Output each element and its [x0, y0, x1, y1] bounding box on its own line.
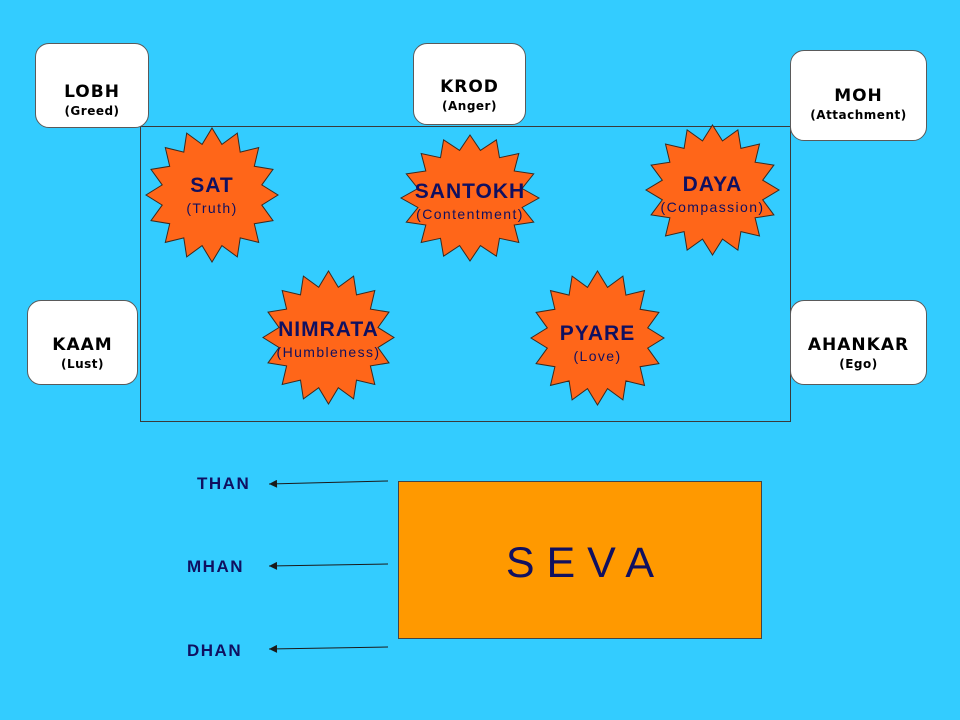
vice-meaning: (Greed)	[64, 103, 120, 118]
outcome-label-mhan: MHAN	[187, 557, 244, 576]
virtue-label: SANTOKH	[414, 180, 526, 203]
virtue-text: DAYA (Compassion)	[645, 124, 780, 256]
seva-box: S E V A	[398, 481, 762, 639]
virtue-label: SAT	[190, 174, 234, 197]
virtue-text: SANTOKH (Contentment)	[400, 134, 540, 262]
vice-box-moh: MOH (Attachment)	[790, 50, 927, 141]
starburst-polygon	[530, 270, 665, 406]
starburst-shape	[262, 270, 395, 405]
starburst-polygon	[145, 127, 279, 263]
vice-label: KAAM	[52, 334, 113, 355]
virtue-meaning: (Contentment)	[416, 206, 524, 222]
vice-box-krod: KROD (Anger)	[413, 43, 526, 125]
starburst-shape	[399, 134, 541, 262]
vice-label: LOBH	[64, 81, 120, 102]
virtue-text: NIMRATA (Humbleness)	[262, 270, 395, 405]
virtue-star-santokh: SANTOKH (Contentment)	[399, 134, 541, 262]
starburst-shape	[145, 127, 279, 263]
outcome-label-than: THAN	[197, 474, 251, 493]
virtues-frame	[140, 126, 791, 422]
vice-meaning: (Ego)	[839, 356, 878, 371]
vice-label: KROD	[440, 76, 499, 97]
virtue-meaning: (Truth)	[186, 200, 238, 216]
virtue-label: DAYA	[682, 173, 743, 196]
virtue-label: PYARE	[559, 322, 636, 345]
virtue-meaning: (Compassion)	[660, 199, 765, 215]
arrow-left-icon	[268, 644, 389, 653]
vice-meaning: (Anger)	[442, 98, 497, 113]
virtue-star-nimrata: NIMRATA (Humbleness)	[262, 270, 395, 405]
virtue-text: PYARE (Love)	[530, 270, 665, 406]
vice-box-ahankar: AHANKAR (Ego)	[790, 300, 927, 385]
virtue-star-pyare: PYARE (Love)	[530, 270, 665, 406]
arrow-left-icon	[268, 479, 389, 488]
starburst-polygon	[399, 134, 541, 262]
vice-meaning: (Lust)	[60, 356, 105, 371]
vice-box-lobh: LOBH (Greed)	[35, 43, 149, 128]
virtue-meaning: (Love)	[573, 348, 622, 364]
virtue-label: NIMRATA	[278, 317, 379, 341]
virtue-meaning: (Humbleness)	[276, 343, 381, 360]
arrow-left-icon	[268, 561, 389, 570]
vice-label: AHANKAR	[807, 334, 910, 355]
virtue-star-daya: DAYA (Compassion)	[645, 124, 780, 256]
vice-label: MOH	[834, 85, 883, 106]
seva-title: S E V A	[505, 538, 655, 587]
starburst-shape	[645, 124, 780, 256]
starburst-polygon	[262, 270, 395, 405]
vice-box-kaam: KAAM (Lust)	[27, 300, 138, 385]
starburst-polygon	[645, 124, 780, 256]
virtue-text: SAT (Truth)	[145, 127, 279, 263]
vice-meaning: (Attachment)	[810, 107, 907, 122]
outcome-label-dhan: DHAN	[187, 641, 243, 660]
virtue-star-sat: SAT (Truth)	[145, 127, 279, 263]
starburst-shape	[530, 270, 665, 406]
